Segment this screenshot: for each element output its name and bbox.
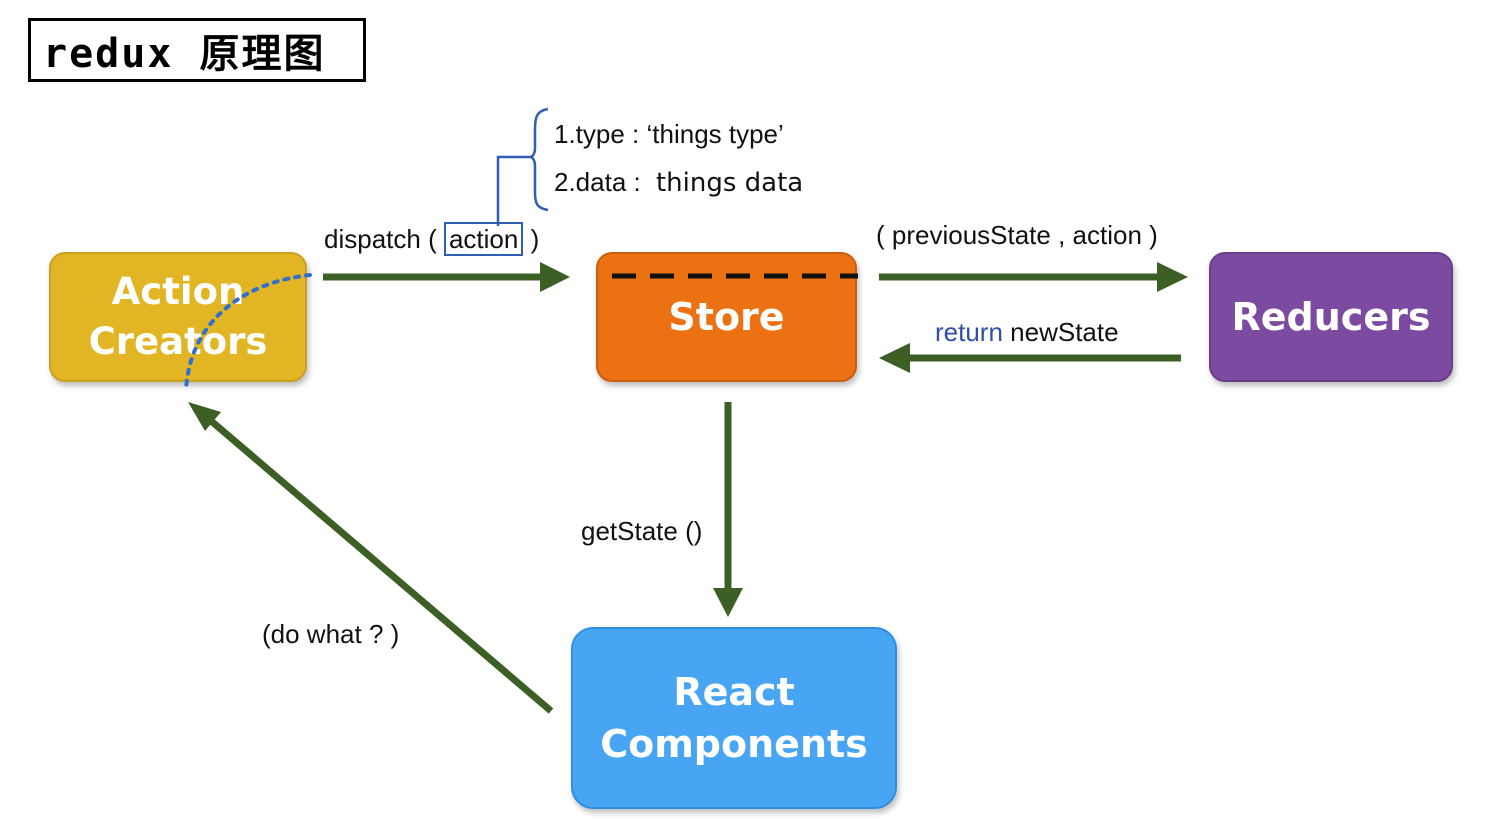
diagram-title: redux 原理图: [28, 18, 366, 82]
action-creators-line2: Creators: [88, 320, 268, 363]
get-state-label: getState (): [581, 516, 703, 546]
store-to-reducers-arrow: [879, 262, 1188, 292]
action-creators-line1: Action: [111, 270, 245, 313]
react-components-node: React Components: [571, 627, 897, 809]
action-keyword-box: action: [443, 222, 524, 256]
new-state-text: newState: [1010, 317, 1119, 347]
previous-state-label: ( previousState , action ): [876, 220, 1158, 250]
react-components-line2: Components: [600, 722, 868, 766]
return-keyword: return: [935, 317, 1003, 347]
get-state-arrow: [713, 402, 743, 617]
action-field-type: 1.type : ‘things type’: [554, 119, 784, 149]
action-fields-brace: [496, 107, 549, 226]
dispatch-suffix: ): [530, 224, 540, 254]
dispatch-prefix: dispatch (: [324, 224, 437, 254]
reducers-to-store-arrow: [879, 343, 1181, 373]
do-what-label: (do what ? ): [262, 619, 400, 649]
do-what-arrow: [188, 402, 554, 714]
action-creators-node: Action Creators: [49, 252, 307, 382]
store-node: Store: [596, 252, 857, 382]
reducers-node: Reducers: [1209, 252, 1453, 382]
store-label: Store: [668, 295, 785, 339]
action-field-data: 2.data : things data: [554, 167, 803, 198]
dispatch-label: dispatch ( action ): [324, 222, 539, 256]
action-field-data-key: 2.data :: [554, 167, 641, 197]
return-new-state-label: return newState: [935, 317, 1119, 348]
react-components-line1: React: [673, 670, 795, 714]
dispatch-arrow: [323, 262, 570, 292]
action-field-data-value: things data: [655, 168, 804, 198]
reducers-label: Reducers: [1231, 295, 1431, 339]
